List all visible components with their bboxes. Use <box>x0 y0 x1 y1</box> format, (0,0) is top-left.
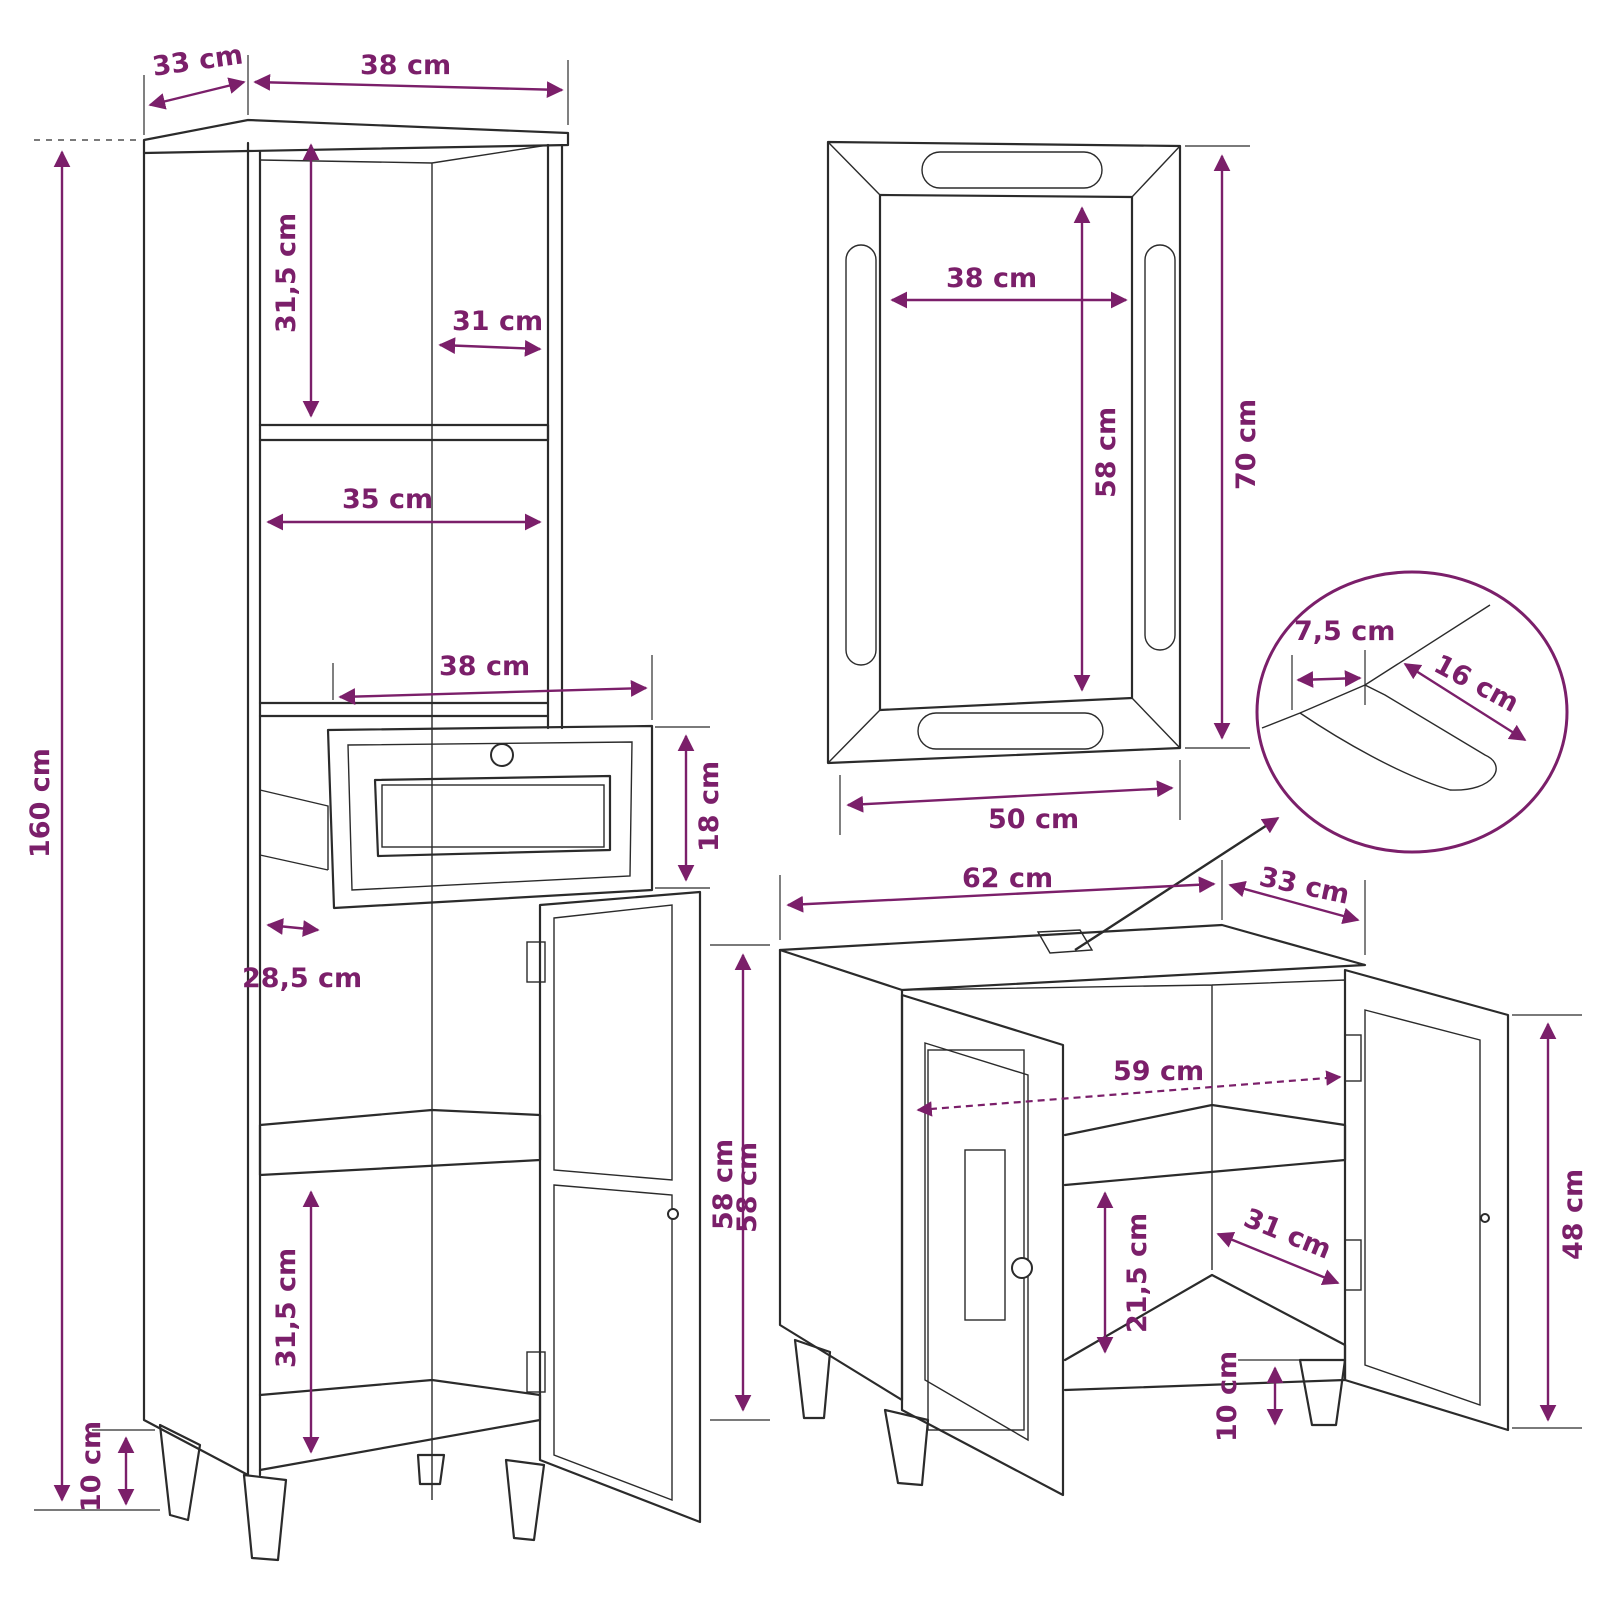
mirror: 38 cm 58 cm 70 cm 50 cm <box>826 140 1262 835</box>
label-height-160: 160 cm <box>25 748 56 858</box>
label-sink-width-62: 62 cm <box>962 863 1053 894</box>
label-depth-31: 31 cm <box>452 306 543 337</box>
mirror-pattern-right <box>1144 244 1176 651</box>
sink-cabinet: 62 cm 33 cm 58 cm 59 cm 21,5 cm 31 cm 48… <box>732 860 1589 1497</box>
label-leg-10: 10 cm <box>76 1421 107 1512</box>
label-shelf-31-5-top: 31,5 cm <box>271 213 302 333</box>
label-drawer-depth-28-5: 28,5 cm <box>242 963 362 994</box>
label-mirror-width-50: 50 cm <box>988 804 1079 835</box>
label-sink-inner-width-59: 59 cm <box>1113 1056 1204 1087</box>
label-mirror-inner-width-38: 38 cm <box>946 263 1037 294</box>
label-sink-depth-33: 33 cm <box>1257 862 1353 911</box>
tall-cabinet: 33 cm 38 cm 160 cm 31,5 cm 31 cm 35 cm 3… <box>25 39 770 1562</box>
mirror-pattern-bottom <box>917 712 1104 750</box>
cutout-detail: 7,5 cm 16 cm <box>1074 570 1569 952</box>
label-sink-shelf-21-5: 21,5 cm <box>1122 1213 1153 1333</box>
label-drawer-height-18: 18 cm <box>694 761 725 852</box>
label-width-38-top: 38 cm <box>360 50 451 81</box>
drawer-pattern <box>381 784 605 848</box>
label-width-35: 35 cm <box>342 484 433 515</box>
label-shelf-31-5-bottom: 31,5 cm <box>271 1248 302 1368</box>
label-mirror-inner-height-58: 58 cm <box>1091 407 1122 498</box>
mirror-pattern-left <box>845 244 877 666</box>
label-depth-33: 33 cm <box>150 39 245 82</box>
label-sink-leg-10: 10 cm <box>1212 1351 1243 1442</box>
label-door-height-58: 58 cm <box>708 1139 739 1230</box>
label-sink-height-58: 58 cm <box>732 1142 763 1233</box>
label-cutout-depth-7-5: 7,5 cm <box>1294 616 1395 647</box>
label-sink-door-48: 48 cm <box>1558 1169 1589 1260</box>
label-mirror-height-70: 70 cm <box>1231 399 1262 490</box>
mirror-pattern-top <box>921 151 1103 189</box>
label-drawer-width-38: 38 cm <box>439 651 530 682</box>
drawer-knob <box>490 743 514 767</box>
door-pattern-left <box>927 1049 1025 1431</box>
label-sink-inner-depth-31: 31 cm <box>1239 1203 1335 1266</box>
